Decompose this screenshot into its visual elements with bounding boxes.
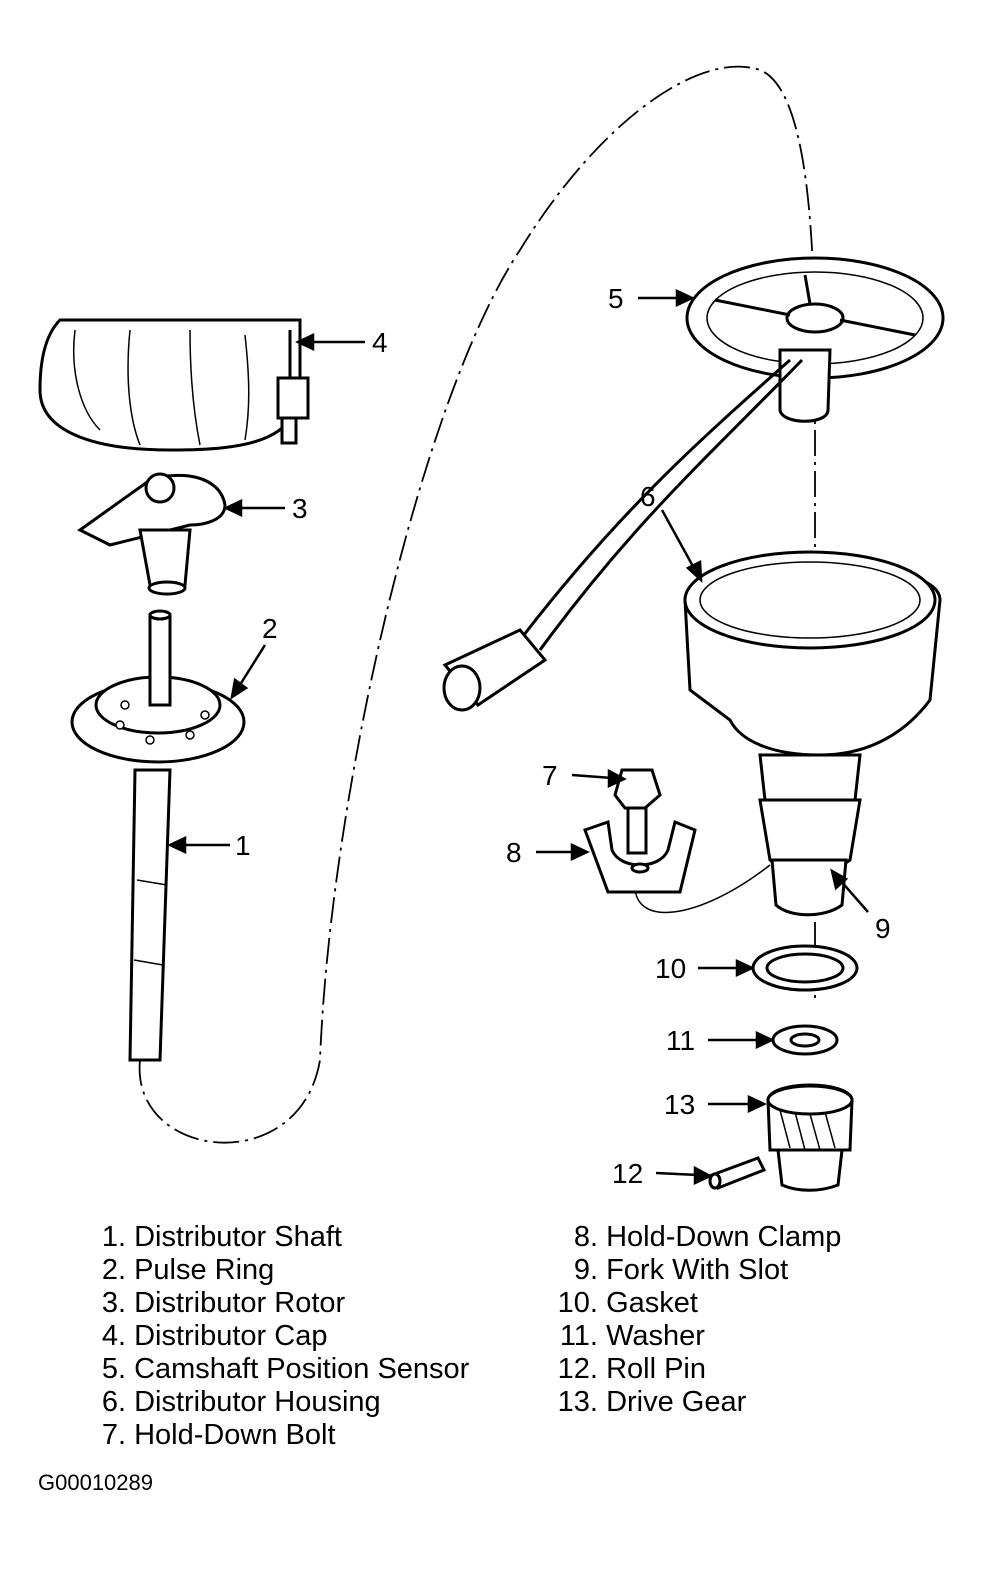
callout-4: 4 [372, 327, 388, 358]
legend-item: 4. Distributor Cap [101, 1320, 328, 1352]
washer [771, 1024, 839, 1056]
clamp-guide-line [634, 864, 771, 914]
legend-item: 1. Distributor Shaft [101, 1221, 342, 1253]
distributor-housing [683, 550, 942, 917]
drive-gear [766, 1083, 854, 1192]
callout-9: 9 [875, 913, 891, 944]
callout-6: 6 [640, 481, 656, 512]
distributor-shaft [128, 609, 172, 1062]
legend-item: 2. Pulse Ring [101, 1254, 275, 1286]
callout-13: 13 [664, 1089, 695, 1120]
legend-item: 7. Hold-Down Bolt [101, 1419, 336, 1451]
callout-2: 2 [262, 613, 278, 644]
legend-item: 10. Gasket [557, 1287, 698, 1319]
exploded-diagram: 1 2 3 4 5 6 7 8 9 10 11 12 13 [38, 65, 945, 1192]
hold-down-bolt [613, 768, 662, 855]
camshaft-position-sensor [518, 256, 945, 651]
legend-item: 9. Fork With Slot [573, 1254, 789, 1286]
legend-item: 11. Washer [559, 1320, 705, 1352]
callout-1: 1 [235, 830, 251, 861]
legend-item: 5. Camshaft Position Sensor [101, 1353, 470, 1385]
assembly-guide-line [138, 65, 816, 1144]
hold-down-clamp [583, 819, 697, 894]
callout-12: 12 [612, 1158, 643, 1189]
callout-11: 11 [666, 1025, 695, 1056]
figure-id: G00010289 [38, 1470, 153, 1495]
callout-arrows [167, 289, 869, 1185]
callout-7: 7 [542, 760, 558, 791]
callout-8: 8 [506, 837, 522, 868]
callout-10: 10 [655, 953, 686, 984]
distributor-rotor [77, 472, 227, 596]
legend-item: 12. Roll Pin [557, 1353, 706, 1385]
legend-item: 6. Distributor Housing [101, 1386, 381, 1418]
legend-item: 13. Drive Gear [557, 1386, 747, 1418]
callout-3: 3 [292, 493, 308, 524]
sensor-connector [442, 628, 548, 712]
legend-item: 3. Distributor Rotor [101, 1287, 346, 1319]
callout-5: 5 [608, 283, 624, 314]
gasket [751, 944, 859, 992]
legend-item: 8. Hold-Down Clamp [573, 1221, 842, 1253]
roll-pin [708, 1156, 767, 1190]
distributor-cap [38, 318, 310, 452]
